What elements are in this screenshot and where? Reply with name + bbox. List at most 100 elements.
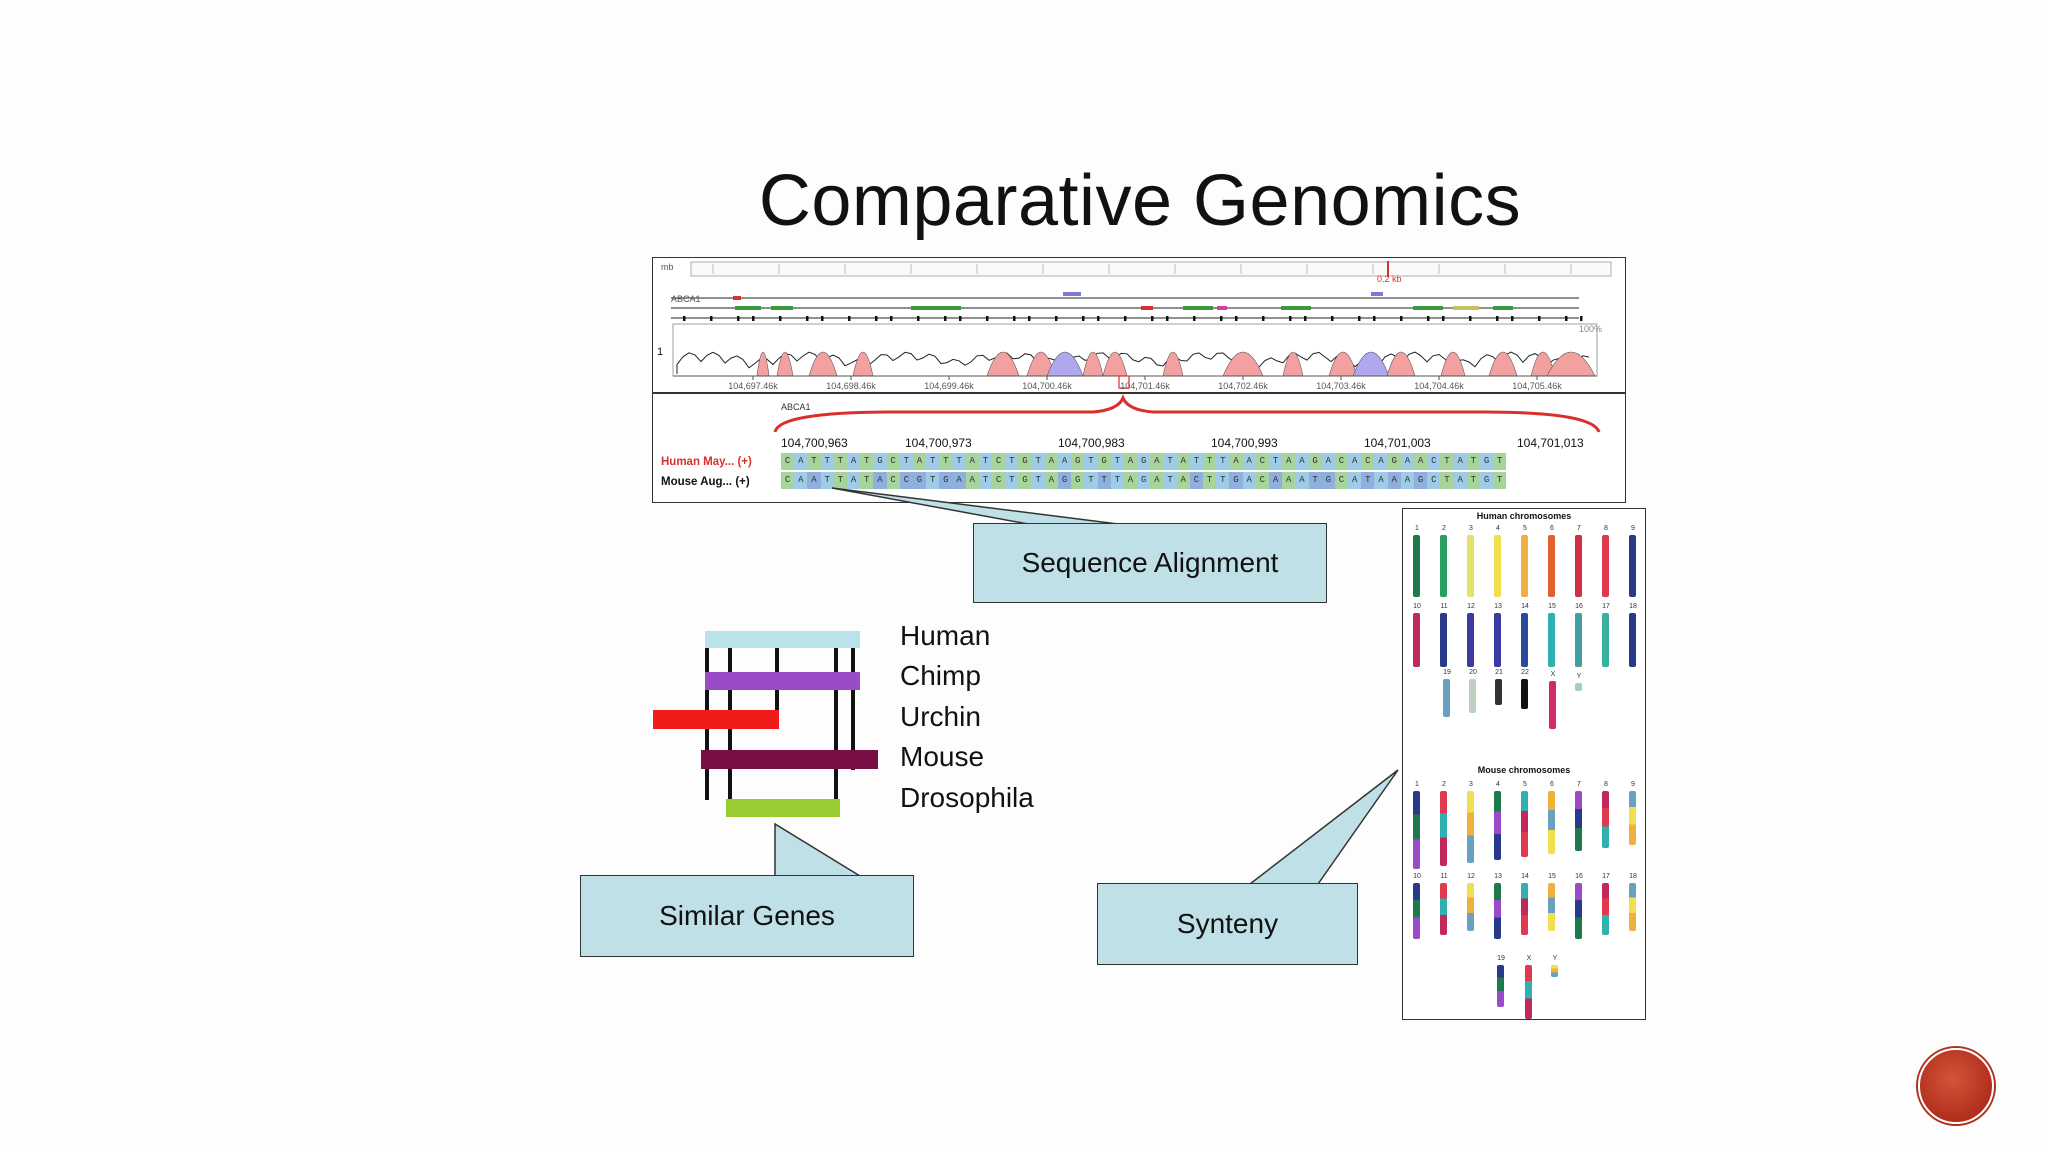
nucleotide: C: [1427, 453, 1441, 470]
chromosome-label: 6: [1550, 781, 1554, 788]
nucleotide: T: [1110, 453, 1124, 470]
sequence-alignment-callout: Sequence Alignment: [973, 523, 1327, 603]
nucleotide: A: [1268, 472, 1283, 489]
chromosome-label: 3: [1469, 781, 1473, 788]
chromosome-label: 10: [1413, 603, 1421, 610]
nucleotide: T: [820, 472, 834, 489]
nucleotide: T: [926, 472, 940, 489]
nucleotide: T: [807, 453, 821, 470]
nucleotide: T: [1440, 472, 1454, 489]
chromosome-label: X: [1526, 955, 1532, 962]
nucleotide: T: [1084, 453, 1098, 470]
nucleotide: G: [1057, 472, 1072, 489]
human-track-name: Human May... (+): [661, 456, 752, 468]
nucleotide: A: [1282, 472, 1296, 489]
nucleotide: A: [1123, 472, 1138, 489]
nucleotide: A: [1150, 453, 1164, 470]
mouse-chromosome: [1548, 883, 1555, 931]
slide-title: Comparative Genomics: [758, 161, 1522, 241]
nucleotide: A: [1374, 472, 1388, 489]
nucleotide: T: [1031, 453, 1045, 470]
nucleotide: T: [1440, 453, 1454, 470]
coord-label: 104,701,013: [1517, 436, 1584, 450]
coord-label: 104,700,983: [1058, 436, 1125, 450]
nucleotide: T: [1203, 453, 1217, 470]
human-chromosome: [1629, 535, 1636, 597]
mouse-chromosome: [1629, 791, 1636, 845]
human-chromosome: [1575, 613, 1582, 667]
nucleotide: A: [1123, 453, 1138, 470]
human-chromosome: [1440, 535, 1447, 597]
nucleotide: T: [978, 453, 992, 470]
nucleotide: T: [899, 453, 913, 470]
nucleotide: A: [846, 472, 861, 489]
nucleotide: T: [860, 453, 874, 470]
human-chromosome: [1602, 535, 1609, 597]
nucleotide: G: [1387, 453, 1401, 470]
nucleotide: G: [873, 453, 887, 470]
nucleotide: A: [794, 453, 808, 470]
nucleotide: T: [1084, 472, 1098, 489]
chromosome-label: 9: [1631, 525, 1635, 532]
drosophila-gene-bar: [726, 799, 840, 817]
nucleotide: C: [1334, 453, 1349, 470]
nucleotide: A: [1282, 453, 1296, 470]
nucleotide: C: [886, 472, 900, 489]
nucleotide: T: [1361, 472, 1375, 489]
nucleotide: T: [939, 453, 953, 470]
nucleotide: T: [1110, 472, 1124, 489]
human-chromosome: [1469, 679, 1476, 713]
mouse-chromosome: [1548, 791, 1555, 854]
mouse-chromosome: [1521, 883, 1528, 935]
chromosome-label: 9: [1631, 781, 1635, 788]
chromosome-label: 17: [1602, 603, 1610, 610]
mouse-chromosome: [1575, 883, 1582, 939]
ruler-unit: mb: [661, 262, 674, 272]
nucleotide: G: [1137, 472, 1151, 489]
next-slide-button[interactable]: [1918, 1048, 1994, 1124]
nucleotide: T: [820, 453, 834, 470]
chromosome-label: 21: [1495, 669, 1503, 676]
chromosome-label: 4: [1496, 781, 1500, 788]
nucleotide: A: [1057, 453, 1072, 470]
mouse-chromosomes-title: Mouse chromosomes: [1477, 765, 1571, 775]
mouse-chromosome: [1467, 791, 1474, 863]
nucleotide: G: [1414, 472, 1428, 489]
chromosome-label: 17: [1602, 873, 1610, 880]
mouse-chromosome: [1413, 791, 1420, 869]
nucleotide: A: [846, 453, 861, 470]
human-chromosome: [1467, 613, 1474, 667]
nucleotide: A: [873, 472, 887, 489]
zoom-bracket: [773, 394, 1601, 433]
nucleotide: A: [1400, 472, 1414, 489]
nucleotide: G: [1308, 453, 1322, 470]
chromosome-label: 3: [1469, 525, 1473, 532]
nucleotide: A: [1295, 453, 1309, 470]
gene-label: ABCA1: [671, 294, 701, 304]
urchin-gene-bar: [653, 710, 779, 729]
mouse-chromosome: [1494, 791, 1501, 860]
nucleotide: C: [1255, 472, 1269, 489]
nucleotide: A: [1242, 453, 1256, 470]
nucleotide: A: [1295, 472, 1309, 489]
nucleotide: C: [1334, 472, 1349, 489]
nucleotide: G: [1018, 472, 1032, 489]
nucleotide: C: [1427, 472, 1441, 489]
chromosome-label: 11: [1440, 873, 1448, 880]
ruler-tick-label: 104,703.46k: [1316, 381, 1366, 391]
ruler-tick-label: 104,699.46k: [924, 381, 974, 391]
nucleotide: T: [1216, 472, 1230, 489]
human-chromosome: [1494, 535, 1501, 597]
human-chromosome: [1413, 613, 1420, 667]
chromosome-label: 7: [1577, 781, 1581, 788]
human-chromosome: [1629, 613, 1636, 667]
nucleotide: A: [1374, 453, 1388, 470]
species-label-human: Human: [900, 620, 991, 651]
human-chromosome: [1494, 613, 1501, 667]
human-chromosome: [1602, 613, 1609, 667]
coord-label: 104,700,973: [905, 436, 972, 450]
chromosome-label: 15: [1548, 873, 1556, 880]
human-chromosome: [1521, 679, 1528, 709]
mouse-chromosome: [1525, 965, 1532, 1019]
